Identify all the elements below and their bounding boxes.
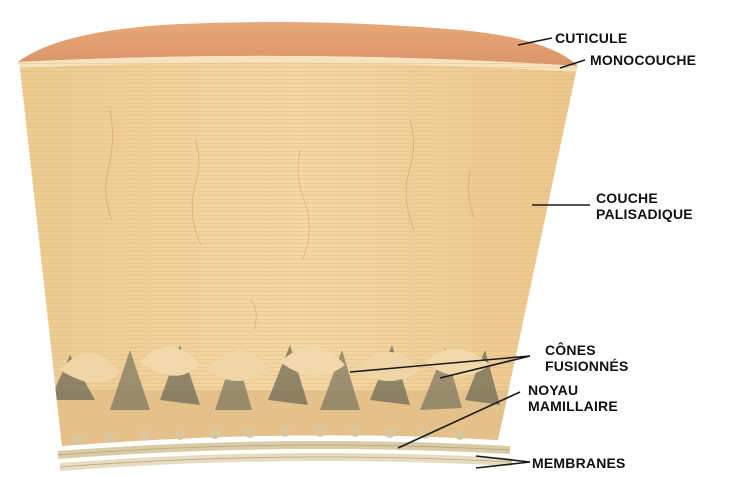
label-couche-palisadique-line-2: PALISADIQUE bbox=[596, 206, 693, 222]
label-cones-fusionnes-line-1: CÔNES bbox=[545, 342, 628, 358]
label-cones-fusionnes-line-2: FUSIONNÉS bbox=[545, 358, 628, 374]
label-noyau-mamillaire: NOYAU MAMILLAIRE bbox=[528, 382, 618, 414]
label-couche-palisadique-line-1: COUCHE bbox=[596, 190, 693, 206]
label-noyau-mamillaire-line-2: MAMILLAIRE bbox=[528, 398, 618, 414]
label-membranes: MEMBRANES bbox=[532, 455, 626, 471]
label-noyau-mamillaire-line-1: NOYAU bbox=[528, 382, 618, 398]
label-cones-fusionnes: CÔNES FUSIONNÉS bbox=[545, 342, 628, 374]
membrane-inner bbox=[60, 457, 512, 467]
label-couche-palisadique: COUCHE PALISADIQUE bbox=[596, 190, 693, 222]
label-monocouche: MONOCOUCHE bbox=[590, 52, 696, 68]
label-cuticule: CUTICULE bbox=[555, 30, 627, 46]
